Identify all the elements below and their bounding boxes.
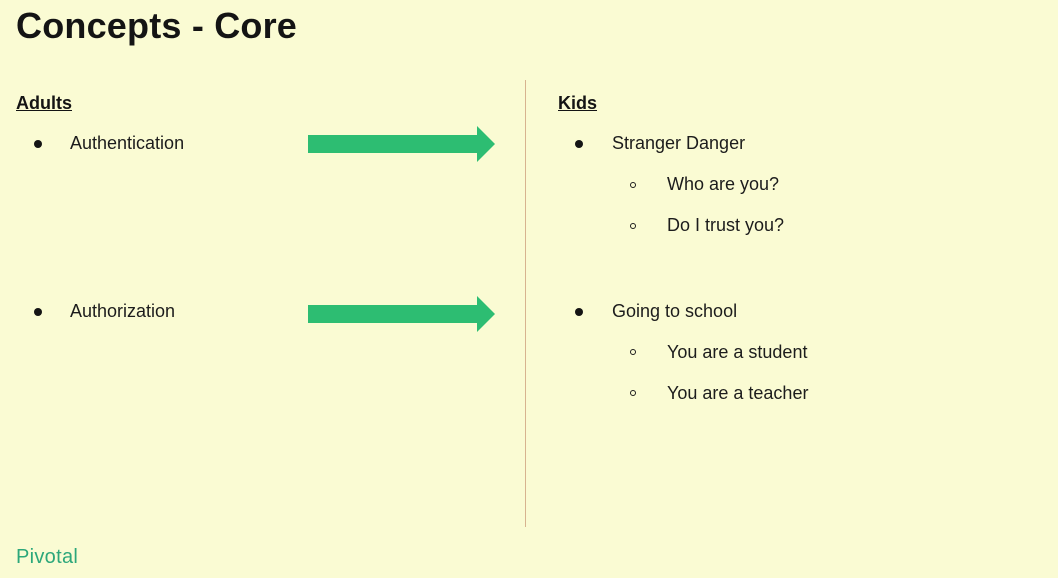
sub-bullet-icon [630,223,636,229]
you-are-a-teacher-item: You are a teacher [667,383,809,403]
slide-title: Concepts - Core [16,5,298,46]
column-divider [525,80,526,527]
authorization-item: Authorization [70,301,176,321]
kids-heading: Kids [558,93,598,113]
do-i-trust-you-item: Do I trust you? [667,215,785,235]
adults-heading: Adults [16,93,72,113]
bullet-icon [575,140,583,148]
sub-bullet-icon [630,182,636,188]
who-are-you-item: Who are you? [667,174,780,194]
right-arrow-icon [308,296,495,332]
you-are-a-student-item: You are a student [667,342,808,362]
pivotal-logo: Pivotal [16,546,79,568]
stranger-danger-item: Stranger Danger [612,133,746,153]
authentication-item: Authentication [70,133,185,153]
bullet-icon [575,308,583,316]
bullet-icon [34,308,42,316]
right-arrow-icon [308,126,495,162]
sub-bullet-icon [630,349,636,355]
going-to-school-item: Going to school [612,301,738,321]
sub-bullet-icon [630,390,636,396]
bullet-icon [34,140,42,148]
